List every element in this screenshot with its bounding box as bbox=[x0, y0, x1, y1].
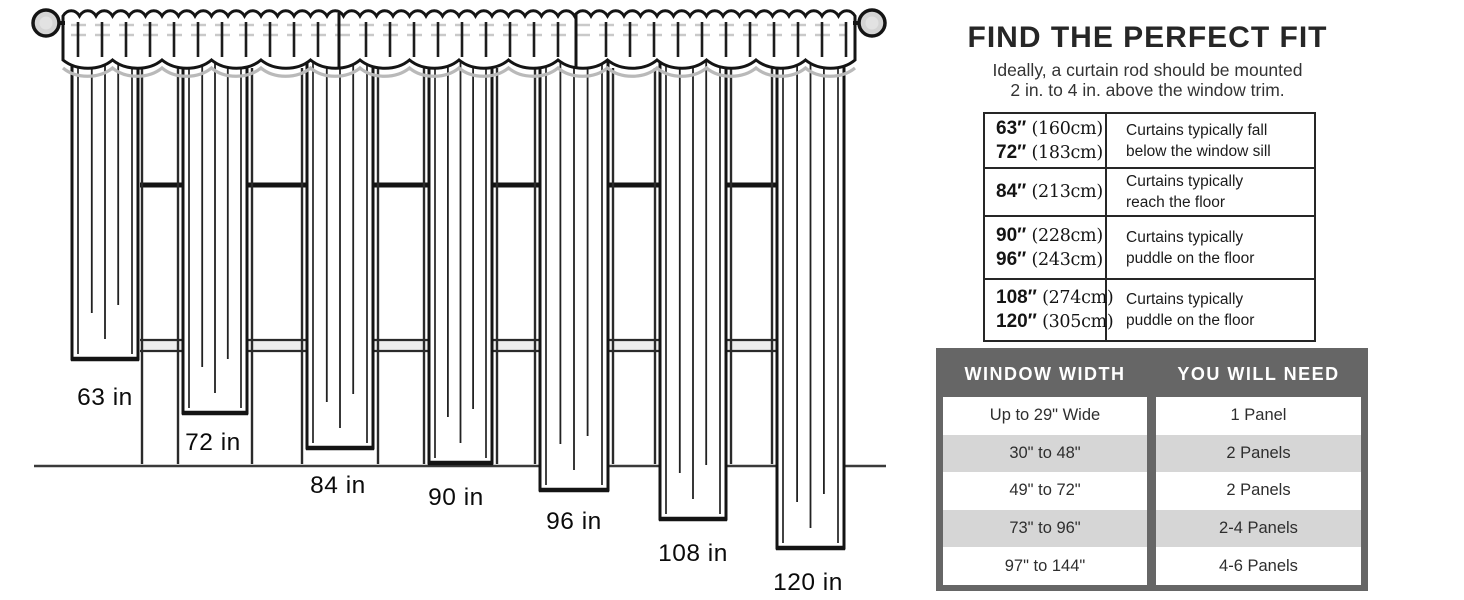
window-width-cell-1: 30" to 48" bbox=[943, 434, 1147, 473]
length-guide-table: 63″ (160cm)72″ (183cm) Curtains typically… bbox=[983, 112, 1316, 342]
panel-length-label-6: 120 in bbox=[773, 569, 843, 596]
size-value: 120″ (305cm) bbox=[996, 311, 1114, 332]
panel-length-label-4: 96 in bbox=[546, 508, 602, 535]
panel-length-label-3: 90 in bbox=[428, 484, 484, 511]
length-row-3: 108″ (274cm) 120″ (305cm) Curtains typical… bbox=[985, 280, 1314, 340]
window-width-column: Up to 29" Wide 30" to 48" 49" to 72" 73" to… bbox=[943, 397, 1147, 585]
panels-needed-cell-2: 2 Panels bbox=[1226, 481, 1291, 500]
size-value: 96″ (243cm) bbox=[996, 248, 1103, 270]
window-width-cell-2: 49" to 72" bbox=[1009, 481, 1081, 500]
panel-length-label-1: 72 in bbox=[185, 429, 241, 456]
column-header-window-width: WINDOW WIDTH bbox=[964, 364, 1126, 384]
length-sizes: 108″ (274cm) 120″ (305cm) bbox=[985, 280, 1114, 340]
column-header-you-will-need: YOU WILL NEED bbox=[1177, 364, 1340, 384]
you-will-need-column: 1 Panel 2 Panels 2 Panels 2-4 Panels 4-6 Pan… bbox=[1156, 397, 1361, 585]
window-width-cell-0: Up to 29" Wide bbox=[989, 406, 1101, 425]
panel-length-label-0: 63 in bbox=[77, 384, 133, 411]
length-row-0: 63″ (160cm)72″ (183cm) Curtains typically… bbox=[985, 114, 1314, 169]
valance-shadow bbox=[61, 65, 857, 78]
curtain-diagram-wrap: 63 in 72 in 84 in 90 in 96 in 108 in 120 in bbox=[31, 8, 887, 596]
curtain-rod-finial-right-center bbox=[865, 16, 879, 30]
curtain-diagram: 63 in 72 in 84 in 90 in 96 in 108 in 120 in bbox=[31, 8, 887, 596]
length-sizes: 63″ (160cm)72″ (183cm) bbox=[985, 114, 1107, 167]
panel-length-label-2: 84 in bbox=[310, 472, 366, 499]
size-value: 72″ (183cm) bbox=[996, 141, 1103, 163]
valance bbox=[61, 9, 857, 70]
size-value: 90″ (228cm) bbox=[996, 224, 1103, 246]
panels-needed-cell-1: 2 Panels bbox=[1156, 434, 1361, 473]
length-row-2: 90″ (228cm)96″ (243cm) Curtains typically… bbox=[985, 217, 1314, 280]
size-value: 108″ (274cm) bbox=[996, 287, 1114, 308]
panel-length-label-5: 108 in bbox=[658, 540, 728, 567]
window-width-cell-4: 97" to 144" bbox=[1004, 556, 1086, 575]
size-value: 84″ (213cm) bbox=[996, 181, 1103, 202]
panels-needed-cell-3: 2-4 Panels bbox=[1156, 509, 1361, 548]
panels-needed-cell-0: 1 Panel bbox=[1230, 406, 1287, 425]
page-title: FIND THE PERFECT FIT bbox=[967, 21, 1328, 54]
size-value: 63″ (160cm) bbox=[996, 117, 1103, 139]
length-sizes: 84″ (213cm) bbox=[985, 169, 1107, 215]
window-width-cell-3: 73" to 96" bbox=[943, 509, 1147, 548]
subtitle: Ideally, a curtain rod should be mounted… bbox=[925, 60, 1370, 100]
length-sizes: 90″ (228cm)96″ (243cm) bbox=[985, 217, 1107, 278]
curtain-rod-finial-left-center bbox=[39, 16, 53, 30]
panel-count-table: WINDOW WIDTH YOU WILL NEED Up to 29" Wid… bbox=[936, 348, 1368, 591]
subtitle-line-1: Ideally, a curtain rod should be mounted bbox=[992, 60, 1303, 80]
subtitle-line-2: 2 in. to 4 in. above the window trim. bbox=[1010, 79, 1285, 100]
panels-needed-cell-4: 4-6 Panels bbox=[1219, 556, 1298, 575]
